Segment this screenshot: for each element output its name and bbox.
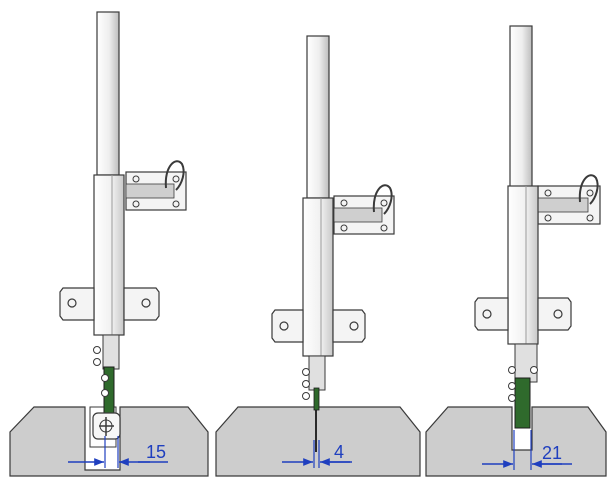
dimension-label: 21 [542, 443, 562, 463]
latch-bracket [125, 160, 187, 211]
mounting-plate [474, 297, 572, 331]
panel-1: 15 [9, 11, 209, 477]
workpiece-block [9, 406, 209, 477]
workpiece-block [425, 406, 607, 477]
slot-bracket [92, 412, 121, 440]
housing [302, 197, 334, 357]
dimension-label: 15 [146, 442, 166, 462]
green-strip [514, 377, 531, 429]
workpiece-block [215, 406, 421, 477]
rod [509, 25, 533, 189]
rod [306, 35, 330, 199]
latch-bracket [537, 174, 601, 225]
rod [96, 11, 120, 176]
panel-3: 21 [425, 25, 607, 477]
dimension-label: 4 [334, 442, 344, 462]
housing [93, 174, 125, 336]
panel-2: 4 [215, 35, 421, 477]
dimension-4: 4 [282, 440, 352, 468]
thin-blade [313, 387, 320, 411]
mounting-plate [271, 309, 366, 343]
dimension-15: 15 [68, 436, 168, 468]
dimension-21: 21 [482, 430, 572, 470]
housing [507, 185, 539, 345]
mounting-plate [59, 287, 160, 321]
latch-bracket [333, 184, 395, 235]
